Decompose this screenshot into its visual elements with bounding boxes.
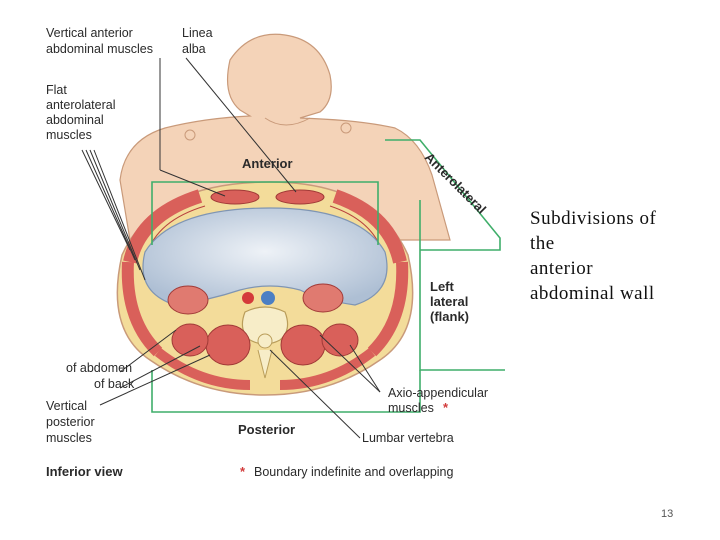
label-inferior-view: Inferior view [46,464,123,479]
page-number: 13 [661,508,674,520]
axio-asterisk: * [443,400,449,415]
label-vertical-posterior: Vertical posterior muscles [46,399,98,445]
label-anterior: Anterior [242,156,293,171]
leader-lines [81,57,381,439]
label-of-abdomen-of-back: of abdomen of back [66,361,136,391]
note-asterisk: * [240,464,246,479]
diagram-labels: Vertical anterior abdominal muscles Line… [46,26,492,479]
caption-line: anterior [530,258,594,279]
abdomen-cross-section [116,181,414,396]
label-flat-anterolateral: Flat anterolateral abdominal muscles [46,83,119,142]
label-posterior: Posterior [238,422,295,437]
body-silhouette [119,33,451,241]
label-vertical-anterior: Vertical anterior abdominal muscles [46,26,153,56]
label-axio-appendicular: Axio-appendicular muscles [388,386,492,415]
region-boundaries [151,139,505,413]
caption-line: Subdivisions of [530,208,657,229]
label-left-lateral: Left lateral (flank) [430,279,472,324]
label-boundary-note: Boundary indefinite and overlapping [254,465,453,479]
label-lumbar-vertebra: Lumbar vertebra [362,431,454,445]
caption-line: the [530,233,555,254]
slide-caption: Subdivisions of the anterior abdominal w… [530,206,715,306]
label-linea-alba: Linea alba [182,26,216,56]
caption-line: abdominal wall [530,283,655,304]
